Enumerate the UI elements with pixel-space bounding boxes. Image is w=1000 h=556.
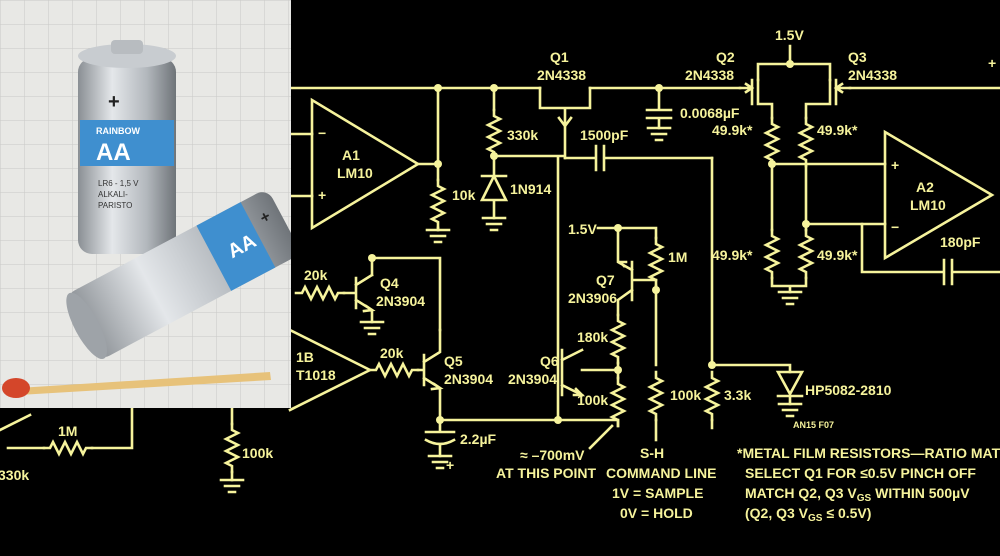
c-22-label: 2.2µF: [460, 431, 497, 447]
diode-hp: [775, 370, 805, 406]
r-3k3-label: 3.3k: [724, 387, 751, 403]
sh-line3: 1V = SAMPLE: [612, 485, 703, 501]
r-100k-c-label: 100k: [242, 445, 273, 461]
diode-1n914: [479, 173, 509, 220]
fig-id: AN15 F07: [793, 420, 834, 430]
match-stick: [2, 372, 271, 398]
wire-a1-in: [288, 132, 314, 198]
opamp-partial-part: T1018: [296, 367, 336, 383]
svg-text:PARISTO: PARISTO: [98, 201, 132, 210]
r-100k-a-label: 100k: [577, 392, 608, 408]
note-line2: SELECT Q1 FOR ≤0.5V PINCH OFF: [745, 465, 976, 481]
note-line3: MATCH Q2, Q3 VGS WITHIN 500µV: [745, 485, 970, 504]
sh-line2: COMMAND LINE: [606, 465, 716, 481]
opamp-a1-part: LM10: [337, 165, 373, 181]
c-0068-label: 0.0068µF: [680, 105, 740, 121]
v-top-label: 1.5V: [775, 27, 804, 43]
transistor-q5: [416, 328, 444, 422]
q3-label: Q3: [848, 49, 867, 65]
q4-part: 2N3904: [376, 293, 425, 309]
junction: [786, 60, 794, 68]
r-10k-label: 10k: [452, 187, 476, 203]
q4-label: Q4: [380, 275, 399, 291]
junction: [554, 416, 562, 424]
c-22-plus: +: [446, 457, 454, 473]
q3-part: 2N4338: [848, 67, 897, 83]
mv-line2: AT THIS POINT: [496, 465, 597, 481]
opamp-a2-label: A2: [916, 179, 934, 195]
d-1n914-label: 1N914: [510, 181, 551, 197]
opamp-a1-plus: +: [318, 187, 326, 203]
note-line1: *METAL FILM RESISTORS—RATIO MATC: [737, 445, 1000, 461]
r-499-4-label: 49.9k*: [817, 247, 858, 263]
r-20k-a-label: 20k: [304, 267, 328, 283]
svg-text:RAINBOW: RAINBOW: [96, 126, 140, 136]
d-hp-label: HP5082-2810: [805, 382, 892, 398]
v-mid-label: 1.5V: [568, 221, 597, 237]
junction: [802, 220, 810, 228]
svg-text:AA: AA: [96, 139, 131, 166]
q6-label: Q6: [540, 353, 559, 369]
sh-line1: S-H: [640, 445, 664, 461]
junction: [652, 286, 660, 294]
jfet-q3: [804, 78, 852, 120]
r-1m-top-label: 1M: [668, 249, 687, 265]
r-499-2-label: 49.9k*: [817, 122, 858, 138]
q2-part: 2N4338: [685, 67, 734, 83]
q7-part: 2N3906: [568, 290, 617, 306]
mv-line1: ≈ –700mV: [520, 447, 585, 463]
sh-line4: 0V = HOLD: [620, 505, 693, 521]
junction: [434, 160, 442, 168]
q5-part: 2N3904: [444, 371, 493, 387]
c-180pf-label: 180pF: [940, 234, 981, 250]
r-1m-left-label: 1M: [58, 423, 77, 439]
q1-part: 2N4338: [537, 67, 586, 83]
r-180k-label: 180k: [577, 329, 608, 345]
cap-1500pf: [563, 144, 714, 172]
svg-text:ALKALI-: ALKALI-: [98, 190, 128, 199]
q6-part: 2N3904: [508, 371, 557, 387]
r-20k-b-label: 20k: [380, 345, 404, 361]
battery-photo-drawing: RAINBOW AA + LR6 - 1,5 V ALKALI- PARISTO…: [0, 0, 291, 408]
jfet-q1: [538, 86, 592, 129]
opamp-partial-label: 1B: [296, 349, 314, 365]
opamp-a1-label: A1: [342, 147, 360, 163]
q5-label: Q5: [444, 353, 463, 369]
cap-22uf: [424, 418, 456, 458]
jfet-q2: [738, 78, 774, 120]
r-499-3-label: 49.9k*: [712, 247, 753, 263]
q2-label: Q2: [716, 49, 735, 65]
r-330k-left-label: 330k: [0, 467, 29, 483]
opamp-a2-part: LM10: [910, 197, 946, 213]
svg-text:LR6 - 1,5 V: LR6 - 1,5 V: [98, 179, 139, 188]
r-499-1-label: 49.9k*: [712, 122, 753, 138]
opamp-a2-minus: −: [891, 219, 899, 235]
transistor-q4: [342, 256, 442, 332]
c-1500pf-label: 1500pF: [580, 127, 629, 143]
battery-standing: RAINBOW AA + LR6 - 1,5 V ALKALI- PARISTO: [78, 40, 176, 254]
battery-photo: RAINBOW AA + LR6 - 1,5 V ALKALI- PARISTO…: [0, 0, 291, 408]
battery-lying: AA +: [66, 192, 291, 360]
junction: [768, 160, 776, 168]
opamp-a2-plus: +: [891, 157, 899, 173]
edge-mark: +: [988, 55, 996, 71]
svg-text:+: +: [108, 91, 120, 113]
r-330k-label: 330k: [507, 127, 538, 143]
transistor-q7: [616, 226, 658, 317]
opamp-a1: [310, 97, 421, 231]
q1-label: Q1: [550, 49, 569, 65]
note-line4: (Q2, Q3 VGS ≤ 0.5V): [745, 505, 871, 524]
cap-0068: [645, 86, 673, 130]
opamp-a1-minus: −: [318, 125, 326, 141]
transistor-q6: [560, 348, 620, 397]
opamp-a2: [883, 129, 995, 261]
q7-label: Q7: [596, 272, 615, 288]
junction: [368, 254, 376, 262]
r-100k-b-label: 100k: [670, 387, 701, 403]
